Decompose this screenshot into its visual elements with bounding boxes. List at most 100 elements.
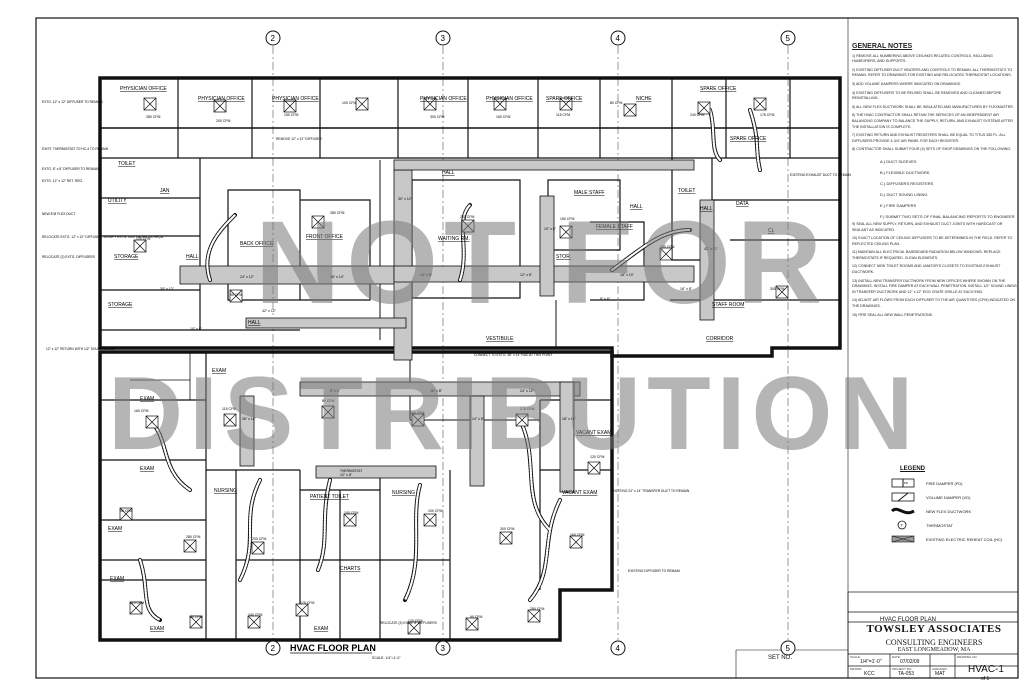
cfm-label: 300 CFM: [770, 287, 784, 291]
firm-name: TOWSLEY ASSOCIATES: [866, 623, 1002, 635]
cfm-label: 160 CFM: [134, 409, 148, 413]
room-label: EXAM: [140, 396, 154, 402]
cfm-label: 100 CFM: [660, 245, 674, 249]
room-label: HALL: [630, 204, 643, 210]
flex-duct-icon: [890, 505, 920, 517]
cfm-label: 120 CFM: [136, 237, 150, 241]
grid-bubble: [265, 640, 281, 656]
duct-size-label: 24" x 12": [240, 275, 255, 279]
legend-reheat-coil: EXISTING ELECTRIC REHEAT COIL (HC): [890, 532, 1014, 546]
duct-size-labels: 24" x 12"36" x 14"14" x 8"12" x 8"18" x …: [160, 197, 719, 477]
room-label: HALL: [442, 170, 455, 176]
plan-annotation: EXISTING DIFFUSER TO REMAIN: [628, 569, 681, 573]
plan-annotation: EXTG. 12" x 12" RET. REG.: [42, 179, 83, 183]
room-label: TOILET: [118, 161, 135, 167]
cfm-label: 100 CFM: [342, 101, 356, 105]
room-label: NURSING: [214, 488, 237, 494]
sheet-label: DRAWING NO.: [957, 655, 978, 659]
cfm-label: 200 CFM: [460, 215, 474, 219]
general-note-subitem: F.) SUBMIT TWO SETS OF FINAL BALANCING R…: [880, 213, 1015, 219]
room-label: MALE STAFF: [574, 190, 604, 196]
cfm-label: 80 CFM: [322, 399, 335, 403]
supply-ductwork: [179, 159, 715, 493]
plan-annotation: EXISTING 24" x 14" TRANSFER DUCT TO REMA…: [612, 489, 690, 493]
duct-size-label: 16" x 8": [680, 287, 693, 291]
room-label: NURSING: [392, 490, 415, 496]
title-block-frame: [847, 591, 1019, 679]
plan-annotation: 12" x 12" RETURN WITH 1/2" SOUND LINING: [46, 347, 115, 351]
legend-flex-duct: NEW FLEX DUCTWORK: [890, 504, 1014, 518]
grid-bubble: [780, 640, 796, 656]
svg-text:T: T: [901, 523, 904, 528]
duct-size-label: 42" x 12": [704, 247, 719, 251]
cfm-label: 100 CFM: [428, 509, 442, 513]
plan-annotation: EXTG. 8" x 8" DIFFUSER TO REMAIN: [42, 167, 99, 171]
plan-annotations: EXTG. 12" x 12" DIFFUSER TO REMAIN EXIST.…: [42, 100, 852, 625]
date-value: 07/02/09: [900, 659, 920, 665]
plan-annotation: THERMOSTAT: [340, 469, 362, 473]
duct-size-label: 42" x 12": [262, 309, 277, 313]
scale-label: SCALE:: [850, 655, 861, 659]
duct-size-label: 36" x 14": [330, 275, 345, 279]
room-label: STORAGE: [114, 254, 139, 260]
room-label: WAITING RM.: [438, 236, 470, 242]
cfm-label: 160 CFM: [570, 533, 584, 537]
cfm-label: 240 CFM: [410, 411, 424, 415]
cfm-label: 115 CFM: [222, 407, 236, 411]
room-label: JAN: [160, 188, 170, 194]
reheat-coil-icon: [890, 533, 920, 545]
cfm-label: 150 CFM: [284, 113, 298, 117]
cfm-label: 90 CFM: [230, 293, 243, 297]
room-label: NICHE: [636, 96, 652, 102]
general-note-item: 9) SEAL ALL NEW SUPPLY, RETURN, AND EXHA…: [852, 221, 1003, 232]
column-grid: [272, 46, 789, 640]
room-label: EXAM: [212, 368, 226, 374]
room-label: BACK OFFICE: [240, 241, 274, 247]
room-label: HALL: [700, 206, 713, 212]
plan-annotation: CONNECT TO EXTG. 36" x 14" RAD AT THIS P…: [474, 353, 552, 357]
fire-damper-icon: FD: [890, 477, 920, 489]
cfm-label: 200 CFM: [252, 537, 266, 541]
legend-heading: LEGEND: [900, 466, 926, 472]
general-note-item: 8) CONTRACTOR SHALL SUBMIT FOUR (4) SETS…: [852, 147, 1012, 152]
grid-bubble-label: 5: [786, 34, 791, 43]
watermark-line-2: DISTRIBUTION: [108, 356, 920, 472]
cfm-label: 280 CFM: [186, 535, 200, 539]
room-label: SPARE OFFICE: [546, 96, 583, 102]
plan-annotation: REMOVE 12" x 12" DIFFUSER: [276, 137, 322, 141]
cfm-label: 115 CFM: [556, 113, 570, 117]
room-label: HALL: [248, 320, 261, 326]
svg-text:FD: FD: [904, 481, 909, 485]
sheet-border: [35, 17, 1019, 679]
grid-bubble: [610, 640, 626, 656]
plan-annotation: EXIST. THERMOSTAT TO HC-4 TO REMAIN: [42, 147, 109, 151]
room-label: STAFF ROOM: [712, 302, 744, 308]
grid-bubble-label: 2: [271, 644, 276, 653]
cfm-label: 90 CFM: [120, 509, 133, 513]
project-label: PROJECT NO.: [892, 667, 913, 671]
cfm-label: 280 CFM: [330, 211, 344, 215]
duct-size-label: 14" x 8": [472, 417, 485, 421]
sheet-number: HVAC-1: [968, 664, 1004, 675]
room-label: FEMALE STAFF: [596, 224, 633, 230]
room-label: PHYSICIAN OFFICE: [120, 86, 167, 92]
general-note-item: 10) EXACT LOCATION OF CEILING DIFFUSERS …: [852, 236, 1013, 246]
thermostat-icon: T: [890, 519, 920, 531]
watermark-line-1: NOT FOR: [255, 197, 828, 329]
room-label: HALL: [186, 254, 199, 260]
cfm-label: 150 CFM: [560, 217, 574, 221]
duct-size-label: 18" x 10": [562, 417, 577, 421]
general-note-item: 7) EXISTING RETURN AND EXHAUST REGISTERS…: [852, 133, 1006, 143]
plan-annotation: EXTG. 12" x 12" DIFFUSER TO REMAIN: [42, 100, 103, 104]
checked-label: CHECKED:: [932, 667, 948, 671]
room-label: VESTIBULE: [486, 336, 514, 342]
room-label: EXAM: [110, 576, 124, 582]
room-label: VACANT EXAM: [562, 490, 597, 496]
room-label: PHYSICIAN OFFICE: [486, 96, 533, 102]
cfm-label: 175 CFM: [760, 113, 774, 117]
cfm-labels: 280 CFM 200 CFM 150 CFM 100 CFM 300 CFM 160 C…: [120, 101, 784, 623]
scale-value: 1/4"=1'-0": [860, 659, 882, 665]
drawn-label: DRAWN:: [850, 667, 863, 671]
